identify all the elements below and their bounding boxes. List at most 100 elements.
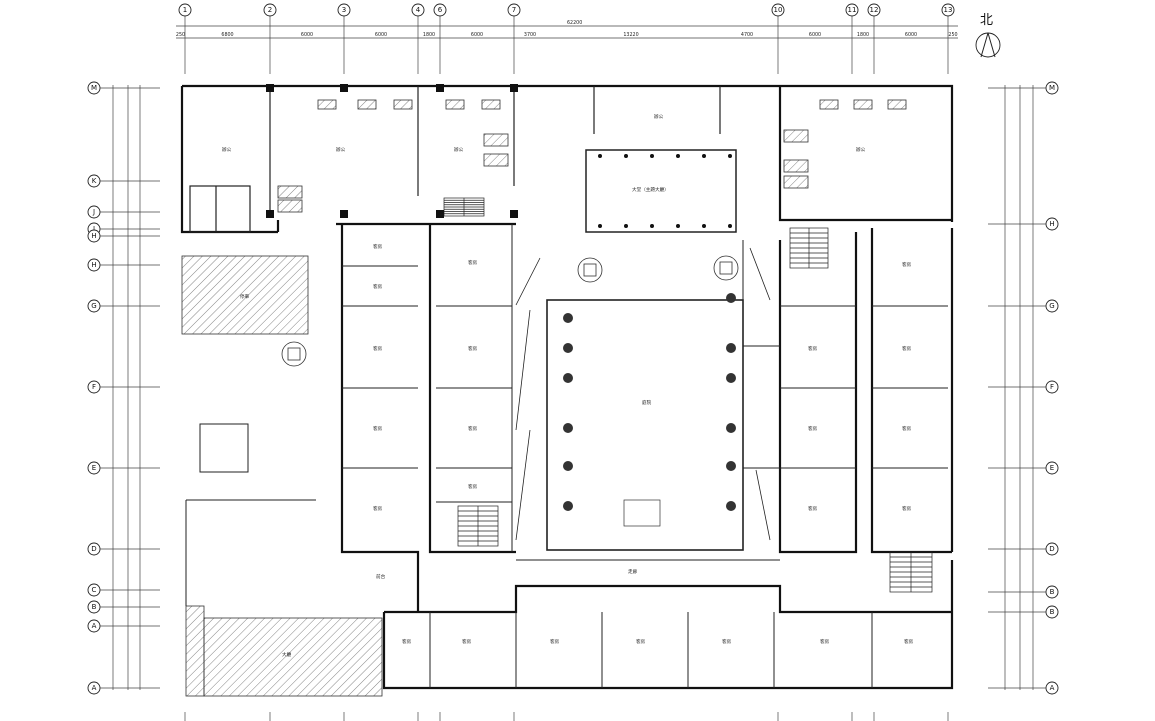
room-label-guest-w2: 客房 bbox=[373, 283, 383, 290]
svg-text:J: J bbox=[92, 208, 95, 216]
svg-text:M: M bbox=[1049, 84, 1055, 92]
axis-bubble-left-5: H bbox=[87, 258, 101, 272]
room-label-guest-w4: 客房 bbox=[373, 425, 383, 432]
axis-bubble-top-3: 3 bbox=[337, 3, 351, 17]
svg-text:A: A bbox=[92, 684, 97, 692]
svg-text:E: E bbox=[92, 464, 96, 472]
room-label-guest-e2: 客房 bbox=[808, 425, 818, 432]
room-label-office-2: 辦公 bbox=[336, 146, 346, 153]
room-label-guest-s3: 客房 bbox=[550, 638, 560, 645]
diagonal-screens bbox=[515, 247, 771, 541]
svg-text:D: D bbox=[1049, 545, 1054, 553]
structural-columns bbox=[266, 84, 732, 228]
svg-text:G: G bbox=[1049, 302, 1054, 310]
room-label-front-desk: 前台 bbox=[376, 573, 386, 580]
axis-bubble-left-10: C bbox=[87, 583, 101, 597]
axis-bubble-top-6: 6 bbox=[433, 3, 447, 17]
top-dim-9: 6000 bbox=[809, 32, 821, 38]
room-label-guest-s2: 客房 bbox=[462, 638, 472, 645]
svg-text:2: 2 bbox=[268, 6, 272, 14]
svg-text:B: B bbox=[1050, 608, 1055, 616]
axis-bubble-top-10: 10 bbox=[771, 3, 785, 17]
svg-text:A: A bbox=[1050, 684, 1055, 692]
north-label: 北 bbox=[980, 13, 993, 28]
svg-text:H: H bbox=[1049, 220, 1054, 228]
top-dim-5: 6000 bbox=[471, 32, 483, 38]
site-pavilion bbox=[199, 423, 249, 473]
stairs bbox=[443, 197, 933, 593]
svg-text:A: A bbox=[92, 622, 97, 630]
room-label-parking: 停車 bbox=[240, 293, 250, 300]
axis-bubble-top-2: 2 bbox=[263, 3, 277, 17]
top-dim-3: 6000 bbox=[375, 32, 387, 38]
room-label-guest-e6: 客房 bbox=[902, 425, 912, 432]
room-label-guest-w6: 客房 bbox=[468, 259, 478, 266]
svg-text:E: E bbox=[1050, 464, 1054, 472]
axis-bubble-top-7: 7 bbox=[507, 3, 521, 17]
room-label-lobby: 大廳 bbox=[282, 651, 292, 658]
west-terrace bbox=[181, 255, 309, 335]
building-walls bbox=[180, 84, 954, 690]
west-wing-rooms bbox=[342, 224, 513, 552]
axis-bubble-top-11: 11 bbox=[845, 3, 859, 17]
axis-bubble-top-12: 12 bbox=[867, 3, 881, 17]
left-dimension-lines bbox=[112, 85, 141, 690]
south-west-ramp bbox=[185, 605, 205, 697]
room-label-guest-s1: 客房 bbox=[402, 638, 412, 645]
axis-bubble-right-7: B bbox=[1045, 605, 1059, 619]
svg-text:10: 10 bbox=[774, 6, 783, 14]
svg-text:F: F bbox=[92, 383, 96, 391]
top-dim-6: 3700 bbox=[524, 32, 536, 38]
top-dim-12: 250 bbox=[948, 32, 957, 38]
svg-text:K: K bbox=[92, 177, 97, 185]
svg-text:12: 12 bbox=[870, 6, 879, 14]
axis-bubble-right-2: G bbox=[1045, 299, 1059, 313]
axis-bubble-right-8: A bbox=[1045, 681, 1059, 695]
axis-bubble-right-5: D bbox=[1045, 542, 1059, 556]
svg-text:11: 11 bbox=[848, 6, 857, 14]
axis-bubble-right-0: M bbox=[1045, 81, 1059, 95]
room-label-guest-e3: 客房 bbox=[808, 505, 818, 512]
axis-bubble-left-8: E bbox=[87, 461, 101, 475]
room-label-guest-w8: 客房 bbox=[468, 425, 478, 432]
top-dim-10: 1800 bbox=[857, 32, 869, 38]
top-dim-8: 4700 bbox=[741, 32, 753, 38]
svg-text:7: 7 bbox=[512, 6, 516, 14]
room-labels: 辦公 辦公 辦公 辦公 辦公 大堂（主題大廳） 庭院 走廊 客房 客房 客房 客… bbox=[222, 113, 914, 658]
room-label-office-3: 辦公 bbox=[454, 146, 464, 153]
axis-bubble-left-4: H bbox=[87, 229, 101, 243]
room-label-guest-w7: 客房 bbox=[468, 345, 478, 352]
top-dim-0: 250 bbox=[176, 32, 185, 38]
room-label-guest-s4: 客房 bbox=[636, 638, 646, 645]
svg-text:D: D bbox=[91, 545, 96, 553]
top-total-dim: 62200 bbox=[567, 20, 582, 26]
room-label-guest-w9: 客房 bbox=[468, 483, 478, 490]
axis-bubble-left-6: G bbox=[87, 299, 101, 313]
room-label-guest-e5: 客房 bbox=[902, 345, 912, 352]
right-dimension-lines bbox=[1004, 85, 1034, 690]
svg-text:1: 1 bbox=[183, 6, 187, 14]
top-dim-4: 1800 bbox=[423, 32, 435, 38]
room-label-office-5: 辦公 bbox=[856, 146, 866, 153]
svg-text:H: H bbox=[91, 261, 96, 269]
room-label-guest-e4: 客房 bbox=[902, 261, 912, 268]
room-label-guest-e1: 客房 bbox=[808, 345, 818, 352]
axis-bubble-left-12: A bbox=[87, 619, 101, 633]
svg-text:H: H bbox=[91, 232, 96, 240]
room-label-hall: 大堂（主題大廳） bbox=[632, 186, 669, 193]
axis-bubble-right-3: F bbox=[1045, 380, 1059, 394]
top-dim-7: 13220 bbox=[623, 32, 638, 38]
room-label-guest-s6: 客房 bbox=[820, 638, 830, 645]
svg-text:F: F bbox=[1050, 383, 1054, 391]
axis-bubble-left-11: B bbox=[87, 600, 101, 614]
axis-bubble-right-1: H bbox=[1045, 217, 1059, 231]
axis-bubble-left-2: J bbox=[87, 205, 101, 219]
svg-text:6: 6 bbox=[438, 6, 443, 14]
axis-bubble-top-1: 1 bbox=[178, 3, 192, 17]
svg-text:B: B bbox=[92, 603, 97, 611]
axis-bubble-left-9: D bbox=[87, 542, 101, 556]
